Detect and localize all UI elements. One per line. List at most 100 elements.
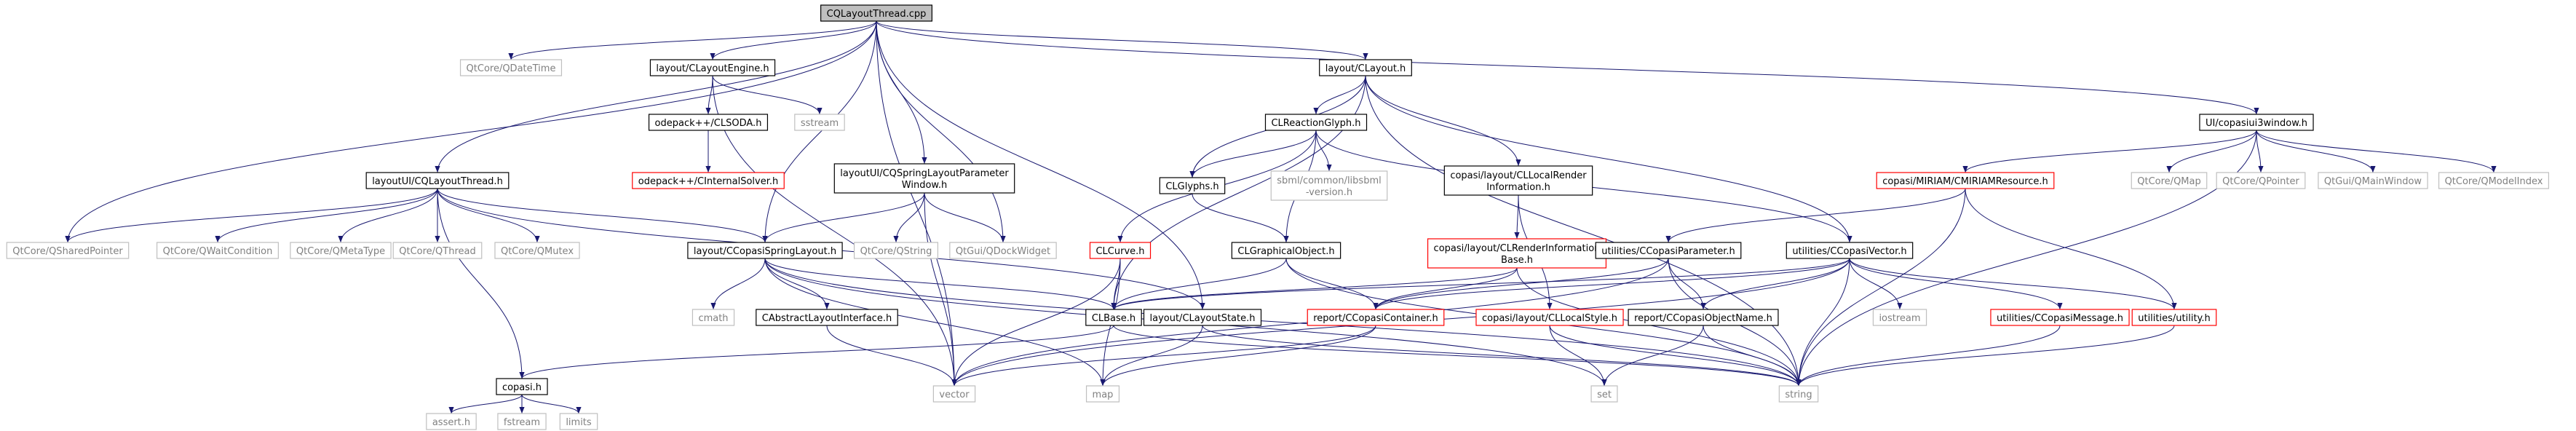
edge-cmiriamresource-to-utility	[1965, 188, 2177, 310]
node-clglyphs[interactable]: CLGlyphs.h	[1159, 177, 1226, 194]
node-qstring: QtCore/QString	[853, 242, 939, 259]
node-cinternalsolver[interactable]: odepack++/CInternalSolver.h	[632, 172, 785, 189]
edge-ccopasiobjectname-to-string	[1703, 325, 1802, 387]
node-label: cmath	[698, 313, 728, 324]
node-box	[756, 309, 898, 326]
node-label: report/CCopasiContainer.h	[1313, 313, 1438, 324]
edge-copasiui3window-to-qmap	[2166, 130, 2257, 173]
edge-root-to-clayoutengine	[710, 20, 877, 60]
node-cllocalstyle[interactable]: copasi/layout/CLLocalStyle.h	[1475, 309, 1624, 326]
node-clbase[interactable]: CLBase.h	[1085, 309, 1142, 326]
node-label: layoutUI/CQSpringLayoutParameter	[840, 168, 1009, 179]
node-box	[1085, 309, 1142, 326]
edge-root-to-copasiui3window	[876, 20, 2259, 115]
edge-ccopasispringlayout-to-cmath	[710, 258, 766, 310]
node-label: odepack++/CInternalSolver.h	[638, 176, 778, 187]
node-clayoutengine[interactable]: layout/CLayoutEngine.h	[649, 59, 776, 76]
node-box	[494, 242, 580, 259]
node-box	[2131, 172, 2208, 189]
node-label: copasi/layout/CLLocalStyle.h	[1482, 313, 1617, 324]
edge-clrenderinfobase-to-ccopasicontainer	[1373, 267, 1518, 310]
edge-clbase-to-string	[1113, 325, 1802, 387]
edge-cqspringparamwindow-to-qdockwidget	[924, 192, 1006, 243]
edge-ccopasivector-to-ccopasicontainer	[1373, 258, 1850, 310]
node-label: layout/CLayoutState.h	[1150, 313, 1256, 324]
node-qmainwindow: QtGui/QMainWindow	[2318, 172, 2428, 189]
node-ccopasispringlayout[interactable]: layout/CCopasiSpringLayout.h	[687, 242, 843, 259]
edge-cqspringparamwindow-to-qstring	[893, 192, 925, 243]
node-box	[392, 242, 483, 259]
node-label: Window.h	[902, 180, 947, 191]
node-ccopasicontainer[interactable]: report/CCopasiContainer.h	[1307, 309, 1445, 326]
edge-ccopasispringlayout-to-cabstractlayoutinterface	[764, 258, 830, 310]
edge-cmiriamresource-to-string	[1796, 188, 1966, 387]
node-qmodelindex: QtCore/QModelIndex	[2438, 172, 2550, 189]
node-qmetatype: QtCore/QMetaType	[290, 242, 392, 259]
node-qthread: QtCore/QThread	[392, 242, 483, 259]
edge-clglyphs-to-clgraphicalobject	[1192, 193, 1289, 243]
node-label: layout/CCopasiSpringLayout.h	[694, 246, 836, 257]
node-label: utilities/CCopasiParameter.h	[1601, 246, 1735, 257]
node-ccopasivector[interactable]: utilities/CCopasiVector.h	[1786, 242, 1914, 259]
edge-cllocalstyle-to-string	[1549, 325, 1802, 387]
node-clcurve[interactable]: CLCurve.h	[1089, 242, 1152, 259]
node-label: Information.h	[1486, 182, 1550, 193]
include-edges	[65, 20, 2497, 414]
node-label: QtCore/QMetaType	[296, 246, 385, 257]
node-box	[365, 172, 510, 189]
edge-ccopasivector-to-string	[1796, 258, 1850, 387]
node-box	[632, 172, 785, 189]
node-label: CLGlyphs.h	[1165, 181, 1218, 192]
edge-ccopasispringlayout-to-map	[764, 258, 1106, 387]
node-box	[1231, 242, 1341, 259]
node-creactionglyph[interactable]: CLReactionGlyph.h	[1264, 114, 1368, 131]
node-clayoutstate[interactable]: layout/CLayoutState.h	[1143, 309, 1262, 326]
edge-cabstractlayoutinterface-to-vector	[826, 325, 957, 387]
edge-ccopasispringlayout-to-clbase	[764, 258, 1117, 310]
edge-clgraphicalobject-to-clbase	[1111, 258, 1287, 310]
edge-root-to-qdockwidget	[876, 20, 1006, 243]
node-box	[559, 413, 598, 430]
node-label: QtCore/QPointer	[2222, 176, 2299, 187]
node-label: copasi/layout/CLRenderInformation	[1434, 243, 1601, 254]
node-cqlayoutthread-h[interactable]: layoutUI/CQLayoutThread.h	[365, 172, 510, 189]
node-utility[interactable]: utilities/utility.h	[2131, 309, 2217, 326]
node-qsharedpointer: QtCore/QSharedPointer	[6, 242, 130, 259]
node-box	[2131, 309, 2217, 326]
edge-creactionglyph-to-clglyphs	[1189, 130, 1317, 178]
node-root[interactable]: CQLayoutThread.cpp	[820, 4, 932, 22]
node-box	[1443, 165, 1593, 196]
node-cmiriamresource[interactable]: copasi/MIRIAM/CMIRIAMResource.h	[1876, 172, 2055, 189]
node-label: CLCurve.h	[1095, 246, 1144, 257]
node-label: layout/CLayout.h	[1325, 63, 1406, 74]
node-label: sstream	[801, 118, 839, 129]
node-assert: assert.h	[426, 413, 477, 430]
edge-clcurve-to-vector	[951, 258, 1121, 387]
node-label: QtCore/QDateTime	[467, 63, 556, 74]
node-label: limits	[566, 417, 592, 428]
node-copasi-h[interactable]: copasi.h	[496, 378, 548, 395]
node-label: UI/copasiui3window.h	[2206, 118, 2307, 129]
edge-cqlayoutthread-h-to-qwaitcondition	[215, 188, 438, 243]
node-label: copasi/MIRIAM/CMIRIAMResource.h	[1882, 176, 2048, 187]
node-ccopasiobjectname[interactable]: report/CCopasiObjectName.h	[1628, 309, 1779, 326]
node-clayout[interactable]: layout/CLayout.h	[1319, 59, 1412, 76]
edge-cqlayoutthread-h-to-qsharedpointer	[65, 188, 438, 243]
node-label: QtCore/QThread	[399, 246, 476, 257]
node-map: map	[1085, 385, 1120, 403]
node-clsoda[interactable]: odepack++/CLSODA.h	[648, 114, 769, 131]
node-clgraphicalobject[interactable]: CLGraphicalObject.h	[1231, 242, 1341, 259]
node-label: CLBase.h	[1092, 313, 1136, 324]
node-sbml-libsbml: sbml/common/libsbml-version.h	[1270, 170, 1388, 201]
node-copasiui3window[interactable]: UI/copasiui3window.h	[2199, 114, 2314, 131]
edge-utility-to-string	[1796, 325, 2175, 387]
edge-clayoutstate-to-map	[1100, 325, 1203, 387]
node-ccopasiparameter[interactable]: utilities/CCopasiParameter.h	[1595, 242, 1742, 259]
node-ccopasimessage[interactable]: utilities/CCopasiMessage.h	[1990, 309, 2130, 326]
node-cabstractlayoutinterface[interactable]: CAbstractLayoutInterface.h	[756, 309, 898, 326]
node-qdockwidget: QtGui/QDockWidget	[949, 242, 1057, 259]
